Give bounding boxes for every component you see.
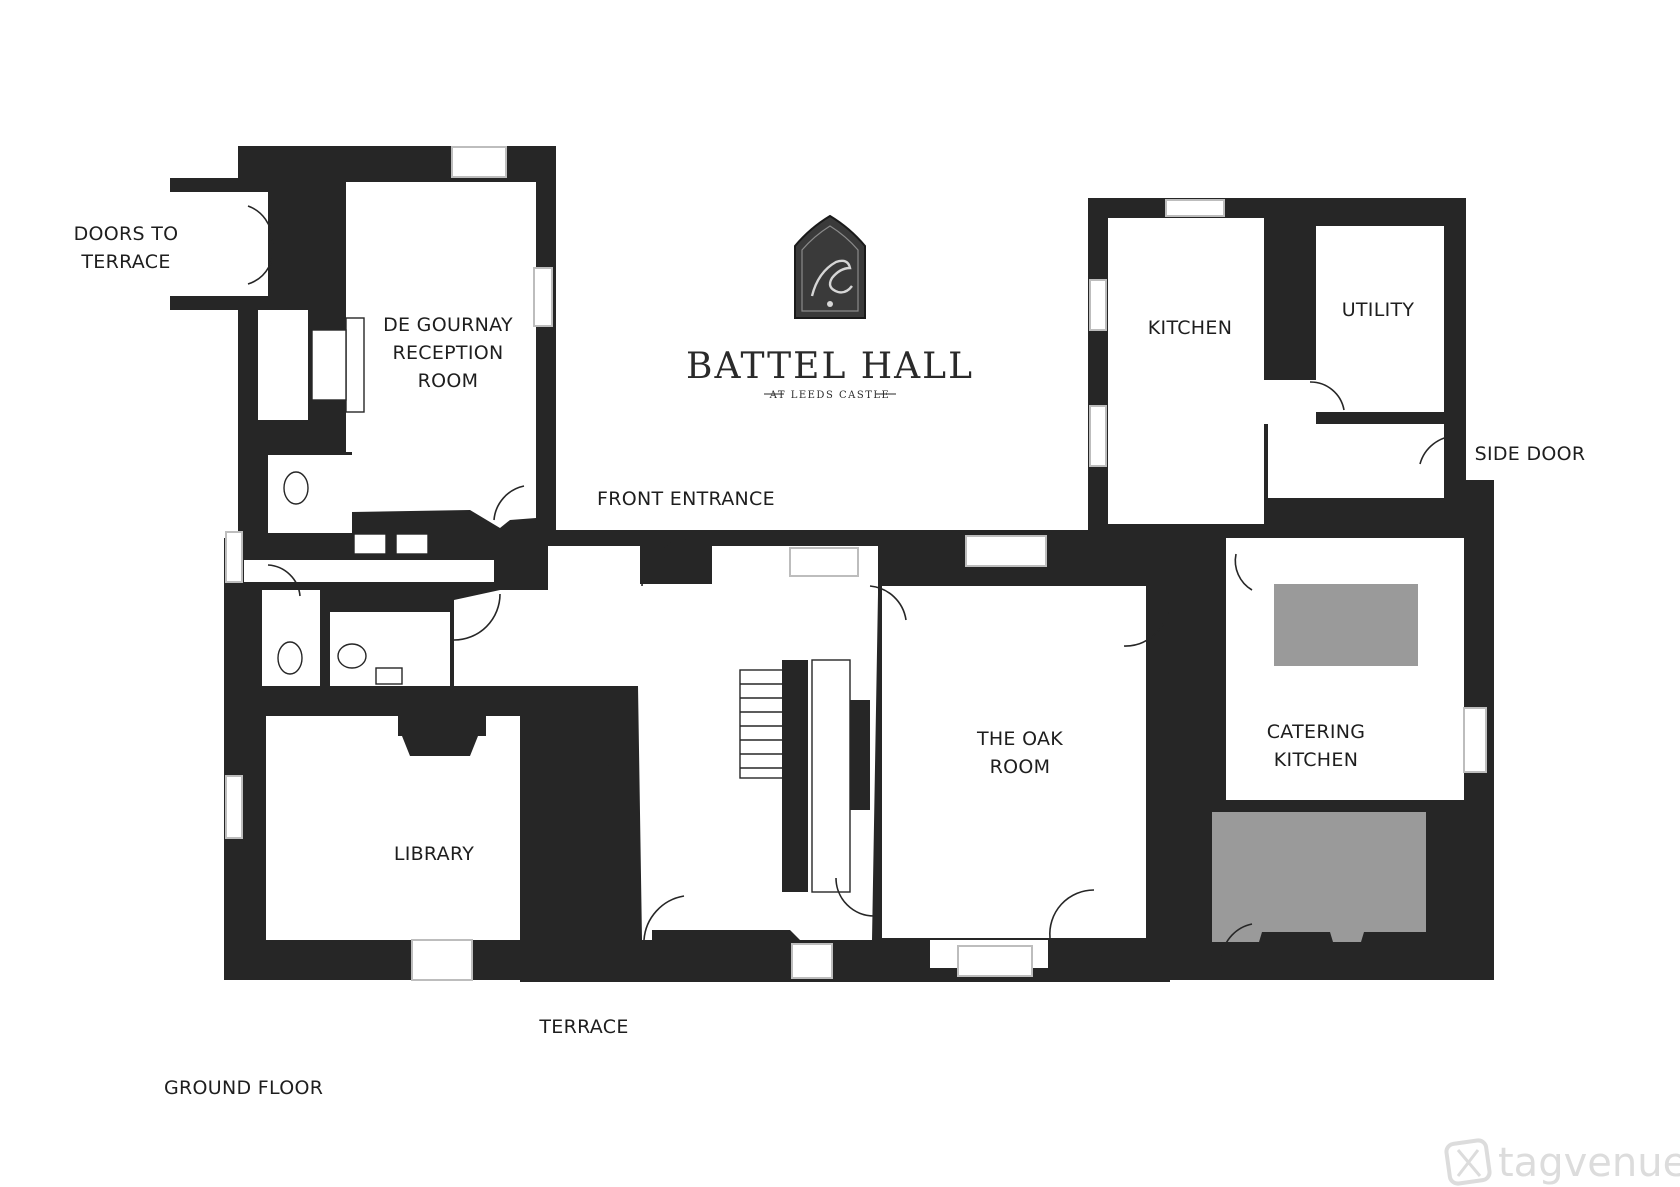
floor-label: GROUND FLOOR [164, 1077, 323, 1099]
tagvenue-logo-icon [1444, 1138, 1492, 1186]
watermark: tagvenue [1444, 1138, 1680, 1186]
room-labels: DE GOURNAY RECEPTION ROOM LIBRARY THE OA… [383, 299, 1414, 865]
central-block [454, 530, 1170, 982]
room-label-oak-room-line1: THE OAK [976, 728, 1063, 750]
reception-mantel [345, 317, 365, 413]
catering-pier [1250, 932, 1342, 972]
basin-icon [353, 533, 387, 555]
utility-door-gap [1264, 380, 1316, 424]
window [1463, 707, 1487, 773]
door-swing [247, 205, 273, 241]
window [965, 535, 1047, 567]
stair-treads [740, 683, 792, 769]
room-label-oak-room-line2: ROOM [990, 756, 1051, 778]
door-swing [1309, 381, 1345, 411]
door-swing [247, 239, 275, 285]
terrace-door-opening [238, 192, 268, 296]
door-swing [1221, 923, 1253, 957]
room-label-catering-line1: CATERING [1267, 721, 1366, 743]
room-label-utility: UTILITY [1342, 299, 1415, 321]
catering-store-upper [1274, 584, 1418, 666]
wc-corridor [244, 560, 494, 582]
door-swing [267, 564, 301, 597]
entrance-hall-floor [454, 546, 878, 940]
room-utility-floor [1316, 226, 1444, 412]
sanitary-fixtures [277, 471, 429, 685]
catering-store-lower [1212, 812, 1426, 942]
external-labels: DOORS TO TERRACE FRONT ENTRANCE SIDE DOO… [74, 223, 1586, 1099]
room-oak-floor [882, 586, 1146, 938]
terrace-stub-upper [170, 178, 240, 192]
battel-hall-crest-icon [794, 214, 866, 319]
door-swing [453, 593, 501, 641]
door-swing [1234, 553, 1253, 591]
window [1165, 199, 1225, 217]
catering-pier [1352, 932, 1426, 972]
utility-passage [1268, 424, 1444, 498]
alcove [258, 310, 308, 420]
door-swing [643, 895, 685, 941]
window [451, 146, 507, 178]
doors [247, 205, 1457, 957]
door-swing [869, 585, 907, 621]
door-swing [1123, 611, 1169, 647]
hall-pier [850, 700, 870, 810]
stair-wall [782, 660, 808, 892]
wc-upper [268, 455, 352, 533]
window [533, 267, 553, 327]
room-label-de-gournay-line3: ROOM [418, 370, 479, 392]
brand-block: BATTEL HALL AT LEEDS CASTLE [686, 214, 974, 401]
room-de-gournay-floor [346, 182, 536, 528]
label-side-door: SIDE DOOR [1475, 443, 1586, 465]
room-label-library: LIBRARY [394, 843, 474, 865]
east-wing [1088, 198, 1494, 980]
library-fireplace [398, 714, 486, 756]
reception-hearth [311, 329, 347, 401]
room-label-kitchen: KITCHEN [1148, 317, 1232, 339]
window [1089, 279, 1107, 331]
label-doors-to-terrace-line1: DOORS TO [74, 223, 179, 245]
basin-icon [375, 667, 403, 685]
room-label-catering-line2: KITCHEN [1274, 749, 1358, 771]
terrace-stub-lower [170, 296, 240, 310]
toilet-icon [283, 471, 309, 505]
door-swing [1049, 889, 1095, 939]
toilet-icon [337, 643, 367, 669]
room-label-de-gournay-line2: RECEPTION [392, 342, 503, 364]
window [225, 775, 243, 839]
window [789, 547, 859, 577]
label-terrace: TERRACE [538, 1016, 628, 1038]
brand-subtitle: AT LEEDS CASTLE [769, 390, 891, 401]
door-swing [583, 759, 631, 805]
window [225, 531, 243, 583]
room-catering-floor [1226, 538, 1464, 800]
label-doors-to-terrace-line2: TERRACE [80, 251, 170, 273]
door-swing [493, 485, 525, 521]
window [1089, 405, 1107, 467]
room-label-de-gournay-line1: DE GOURNAY [383, 314, 513, 336]
stair-well [811, 659, 851, 893]
window [957, 945, 1033, 977]
window [411, 939, 473, 981]
room-kitchen-floor [1108, 218, 1264, 524]
label-front-entrance: FRONT ENTRANCE [597, 488, 775, 510]
basin-icon [395, 533, 429, 555]
window [791, 943, 833, 979]
door-swing [1419, 435, 1457, 465]
door-swing [641, 539, 687, 587]
door-swing [835, 877, 875, 917]
watermark-text: tagvenue [1498, 1140, 1680, 1186]
toilet-icon [277, 641, 303, 675]
brand-name: BATTEL HALL [686, 346, 974, 387]
